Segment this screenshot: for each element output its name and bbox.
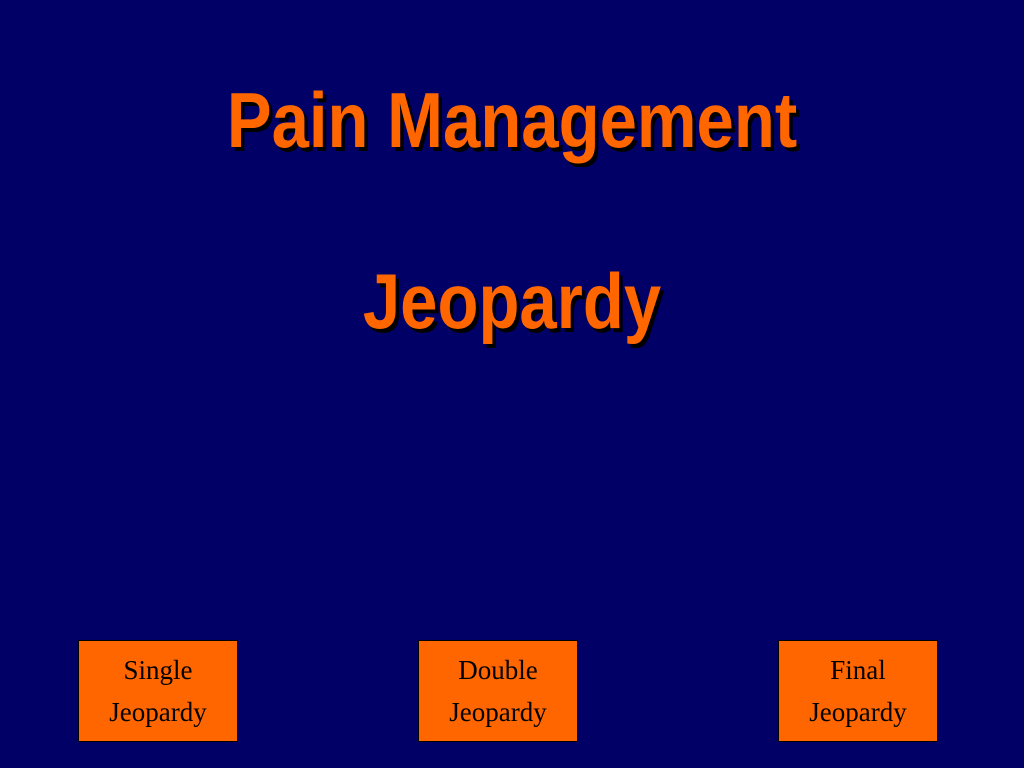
double-jeopardy-label: Double Jeopardy — [449, 649, 546, 733]
final-jeopardy-label-line-2: Jeopardy — [809, 697, 907, 727]
single-jeopardy-label-line-2: Jeopardy — [109, 697, 207, 727]
single-jeopardy-label: Single Jeopardy — [109, 649, 206, 733]
final-jeopardy-label-line-1: Final — [830, 655, 886, 685]
final-jeopardy-button[interactable]: Final Jeopardy — [778, 640, 938, 742]
single-jeopardy-label-line-1: Single — [123, 655, 193, 685]
title-line-pain-management: Pain Management — [226, 76, 798, 164]
double-jeopardy-label-line-2: Jeopardy — [449, 697, 547, 727]
double-jeopardy-label-line-1: Double — [458, 655, 538, 685]
single-jeopardy-button[interactable]: Single Jeopardy — [78, 640, 238, 742]
double-jeopardy-button[interactable]: Double Jeopardy — [418, 640, 578, 742]
title-line-jeopardy: Jeopardy — [362, 257, 662, 345]
final-jeopardy-label: Final Jeopardy — [809, 649, 906, 733]
